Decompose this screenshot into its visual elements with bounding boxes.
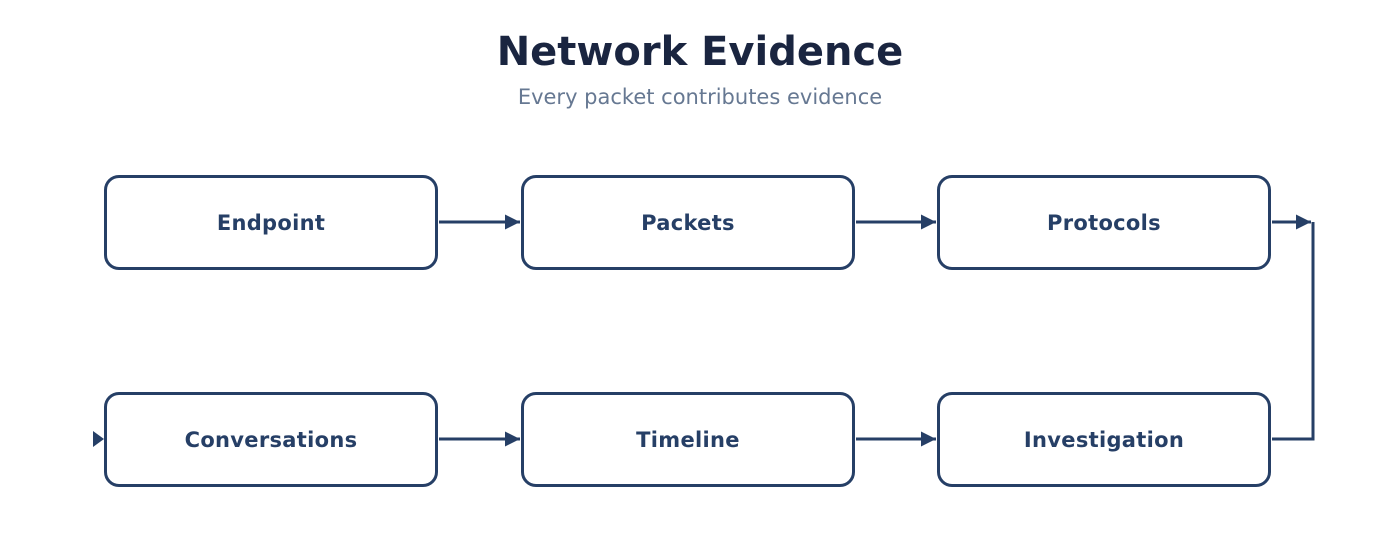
node-conversations: Conversations	[104, 392, 438, 487]
node-endpoint: Endpoint	[104, 175, 438, 270]
diagram-subtitle: Every packet contributes evidence	[517, 85, 883, 109]
node-packets: Packets	[521, 175, 855, 270]
node-investigation: Investigation	[937, 392, 1271, 487]
node-label: Investigation	[1023, 427, 1185, 452]
node-label: Packets	[641, 210, 735, 235]
node-label: Endpoint	[216, 210, 326, 235]
diagram-title: Network Evidence	[496, 29, 904, 75]
node-protocols: Protocols	[937, 175, 1271, 270]
node-label: Timeline	[636, 427, 740, 452]
entry-arrowhead	[93, 431, 104, 447]
node-timeline: Timeline	[521, 392, 855, 487]
node-label: Conversations	[184, 427, 358, 452]
node-label: Protocols	[1047, 210, 1161, 235]
edge-investigation-return	[1272, 222, 1315, 441]
